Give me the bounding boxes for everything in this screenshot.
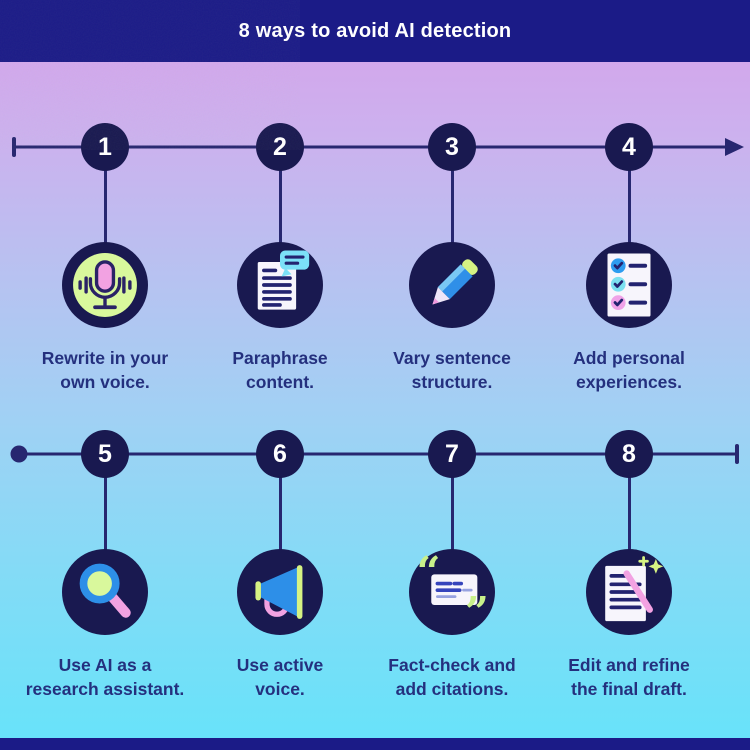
connector-line (627, 170, 631, 243)
step-7-number: 7 (428, 430, 476, 478)
magnifying-glass-icon (79, 563, 131, 618)
close-quote-glyph: ” (465, 587, 489, 635)
step-1-icon-circle (62, 242, 148, 328)
document-comment-icon (257, 250, 310, 310)
step-4-icon-circle (586, 242, 672, 328)
step-4-label: Add personal experiences. (573, 348, 685, 392)
step-6-number: 6 (256, 430, 304, 478)
step-7-icon-circle: “ ” (409, 549, 495, 635)
header-bar: 8 ways to avoid AI detection (0, 0, 750, 62)
connector-line (450, 170, 454, 243)
connector-line (627, 477, 631, 550)
open-quote-glyph: “ (417, 549, 441, 596)
step-2-number: 2 (256, 123, 304, 171)
step-5-label: Use AI as a research assistant. (25, 655, 185, 699)
step-5-icon-circle (62, 549, 148, 635)
step-6-icon-circle (237, 549, 323, 635)
step-3-label: Vary sentence structure. (393, 348, 511, 392)
step-2-icon-circle (237, 242, 323, 328)
microphone-icon (73, 253, 137, 317)
step-8-number: 8 (605, 430, 653, 478)
step-8-label: Edit and refine the final draft. (568, 655, 690, 699)
step-6-label: Use active voice. (236, 655, 324, 699)
step-8-icon-circle (586, 549, 672, 635)
step-1-number: 1 (81, 123, 129, 171)
magic-wand-document-icon (605, 556, 664, 622)
step-3-number: 3 (428, 123, 476, 171)
connector-line (278, 170, 282, 243)
step-2-label: Paraphrase content. (232, 348, 328, 392)
footer-bar (0, 738, 750, 750)
connector-line (103, 170, 107, 243)
step-3-icon-circle (409, 242, 495, 328)
sparkle-icon (638, 556, 649, 567)
arrow-right-icon (725, 138, 744, 156)
step-5-number: 5 (81, 430, 129, 478)
citation-quotes-icon: “ ” (417, 549, 489, 635)
connector-line (278, 477, 282, 550)
megaphone-icon (255, 565, 303, 619)
step-4-number: 4 (605, 123, 653, 171)
connector-line (450, 477, 454, 550)
timeline-start-dot (10, 445, 28, 463)
step-1-label: Rewrite in your own voice. (41, 348, 169, 392)
checklist-icon (607, 253, 651, 317)
connector-line (103, 477, 107, 550)
sparkle-icon (648, 558, 664, 574)
page-title: 8 ways to avoid AI detection (238, 19, 512, 42)
pencil-icon (432, 259, 478, 305)
step-7-label: Fact-check and add citations. (388, 655, 516, 699)
